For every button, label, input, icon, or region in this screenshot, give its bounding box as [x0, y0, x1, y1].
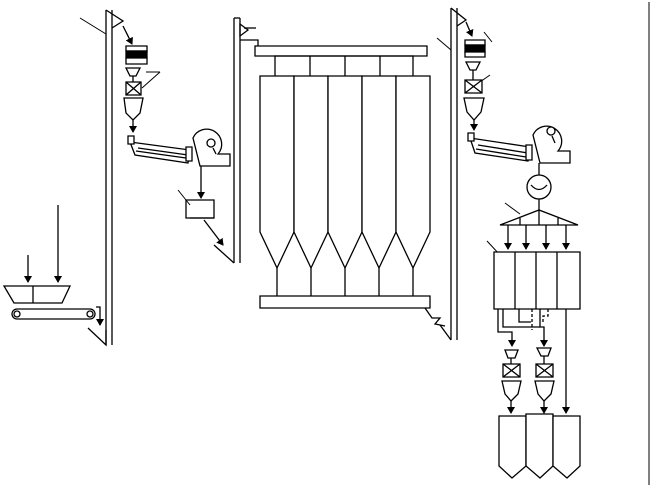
scale-a [502, 350, 521, 414]
screen-1 [126, 46, 147, 64]
bottom-conveyor [260, 296, 445, 326]
rotary-feeder [527, 175, 551, 210]
collector-discharge-arrow [204, 220, 224, 246]
fan-2 [533, 126, 570, 163]
screw-conveyor-2 [468, 133, 532, 161]
fan-1 [193, 129, 230, 166]
screen-2 [465, 32, 492, 57]
bucket-elevator-2 [214, 18, 258, 263]
belt-conveyor [12, 307, 104, 326]
collector-box [178, 190, 214, 218]
scale-b [535, 348, 554, 414]
valve-1 [124, 68, 160, 133]
silo-bank [260, 76, 430, 296]
elevator-1-discharge-arrow [123, 26, 133, 45]
feed-hopper [4, 286, 70, 303]
elevator-3-discharge-arrow [466, 22, 474, 37]
valve-2 [464, 62, 490, 131]
distributor [500, 203, 578, 250]
bucket-elevator-1 [80, 10, 123, 345]
bin-bank [487, 241, 580, 309]
bucket-elevator-3 [437, 8, 466, 340]
product-silos [499, 414, 580, 478]
screw-conveyor-1 [128, 136, 192, 163]
bin-outlet-lines [498, 309, 570, 414]
silo-top-conveyor [255, 46, 427, 76]
